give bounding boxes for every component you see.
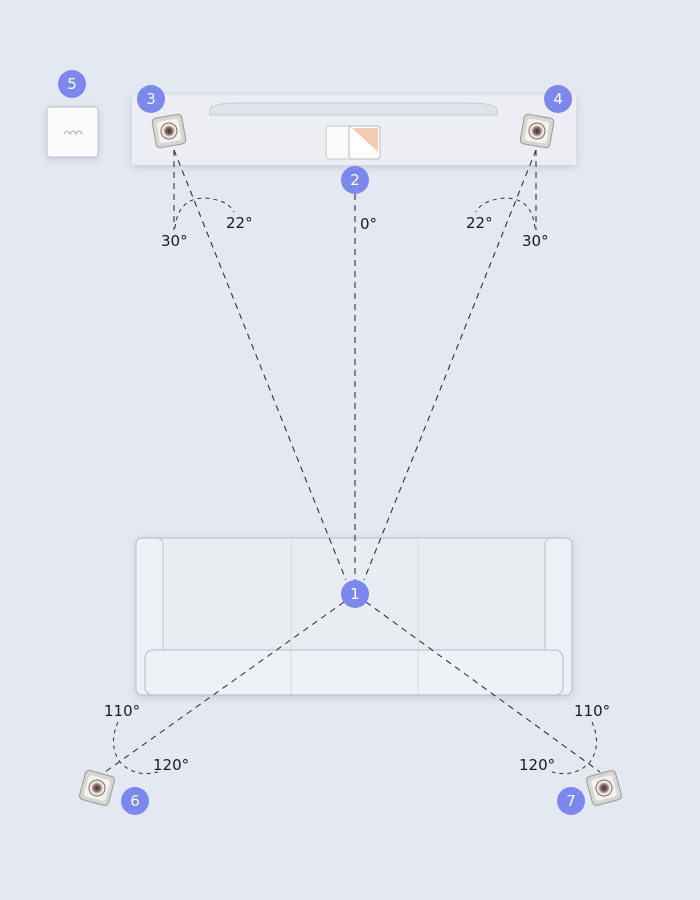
sound-waves-icon xyxy=(63,130,83,136)
badge-front-left[interactable]: 3 xyxy=(137,85,165,113)
svg-text:6: 6 xyxy=(130,792,140,810)
svg-text:3: 3 xyxy=(146,90,156,108)
sightlines xyxy=(104,149,601,775)
angle-surround-right-inner: 120° xyxy=(519,756,555,774)
surround-right-speaker[interactable] xyxy=(585,769,623,807)
subwoofer[interactable] xyxy=(46,106,99,158)
front-right-speaker[interactable] xyxy=(519,113,555,149)
angle-surround-right-outer: 110° xyxy=(574,702,610,720)
sofa xyxy=(135,537,573,696)
svg-text:5: 5 xyxy=(67,75,77,93)
badge-center[interactable]: 2 xyxy=(341,166,369,194)
badge-surround-left[interactable]: 6 xyxy=(121,787,149,815)
badge-subwoofer[interactable]: 5 xyxy=(58,70,86,98)
svg-text:2: 2 xyxy=(350,171,360,189)
center-speaker[interactable] xyxy=(325,125,381,160)
badge-listener[interactable]: 1 xyxy=(341,580,369,608)
svg-text:7: 7 xyxy=(566,792,576,810)
badge-surround-right[interactable]: 7 xyxy=(557,787,585,815)
angle-surround-left-inner: 120° xyxy=(153,756,189,774)
angle-front-right-outer: 30° xyxy=(522,232,549,250)
badge-front-right[interactable]: 4 xyxy=(544,85,572,113)
angle-front-right-inner: 22° xyxy=(466,214,493,232)
angle-front-left-inner: 22° xyxy=(226,214,253,232)
angle-center: 0° xyxy=(360,215,377,233)
angle-surround-left-outer: 110° xyxy=(104,702,140,720)
front-left-speaker[interactable] xyxy=(151,113,187,149)
surround-left-speaker[interactable] xyxy=(78,769,116,807)
angle-front-left-outer: 30° xyxy=(161,232,188,250)
svg-text:1: 1 xyxy=(350,585,360,603)
svg-text:4: 4 xyxy=(553,90,563,108)
